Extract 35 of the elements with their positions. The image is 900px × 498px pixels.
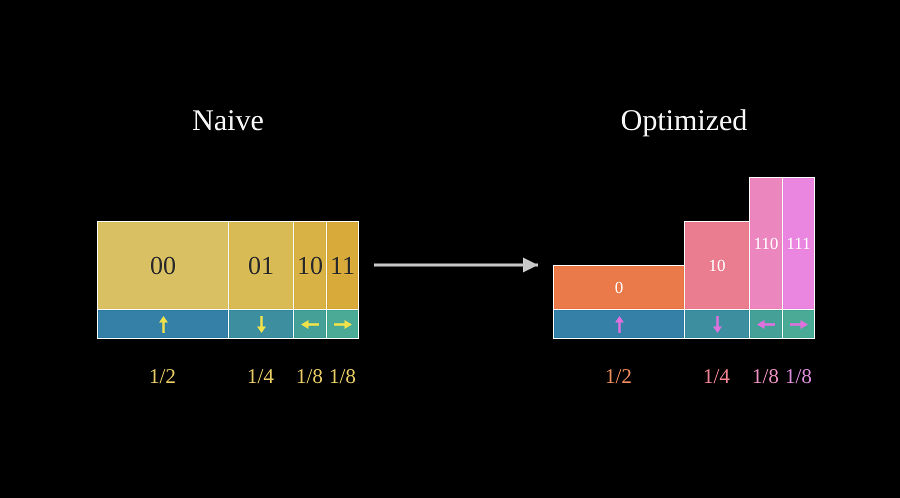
panel-title: Optimized <box>620 104 748 138</box>
symbol-cell <box>97 309 229 339</box>
probability-label: 1/8 <box>296 364 323 388</box>
code-block <box>553 265 685 310</box>
code-block <box>293 221 327 310</box>
probability-label: 1/4 <box>247 364 274 388</box>
symbol-cell <box>684 309 750 339</box>
symbol-cell <box>326 309 359 339</box>
code-block <box>684 221 750 310</box>
symbol-cell <box>553 309 685 339</box>
code-block <box>326 221 359 310</box>
binary-code: 0 <box>614 279 624 296</box>
symbol-cell <box>749 309 783 339</box>
binary-code: 01 <box>248 252 274 278</box>
symbol-cell <box>293 309 327 339</box>
probability-label: 1/2 <box>149 364 176 388</box>
symbol-cell <box>228 309 294 339</box>
arrow <box>374 258 538 272</box>
code-block <box>749 177 783 310</box>
binary-code: 10 <box>297 252 323 278</box>
code-block <box>228 221 294 310</box>
symbol-cell <box>782 309 815 339</box>
panel-title: Naive <box>192 104 264 138</box>
probability-label: 1/8 <box>329 364 356 388</box>
code-block <box>97 221 229 310</box>
probability-label: 1/2 <box>605 364 632 388</box>
probability-label: 1/4 <box>703 364 730 388</box>
binary-code: 110 <box>754 235 778 252</box>
code-block <box>782 177 815 310</box>
binary-code: 00 <box>150 252 176 278</box>
binary-code: 10 <box>708 257 726 274</box>
probability-label: 1/8 <box>785 364 812 388</box>
binary-code: 111 <box>786 235 811 252</box>
binary-code: 11 <box>330 252 356 278</box>
probability-label: 1/8 <box>752 364 779 388</box>
